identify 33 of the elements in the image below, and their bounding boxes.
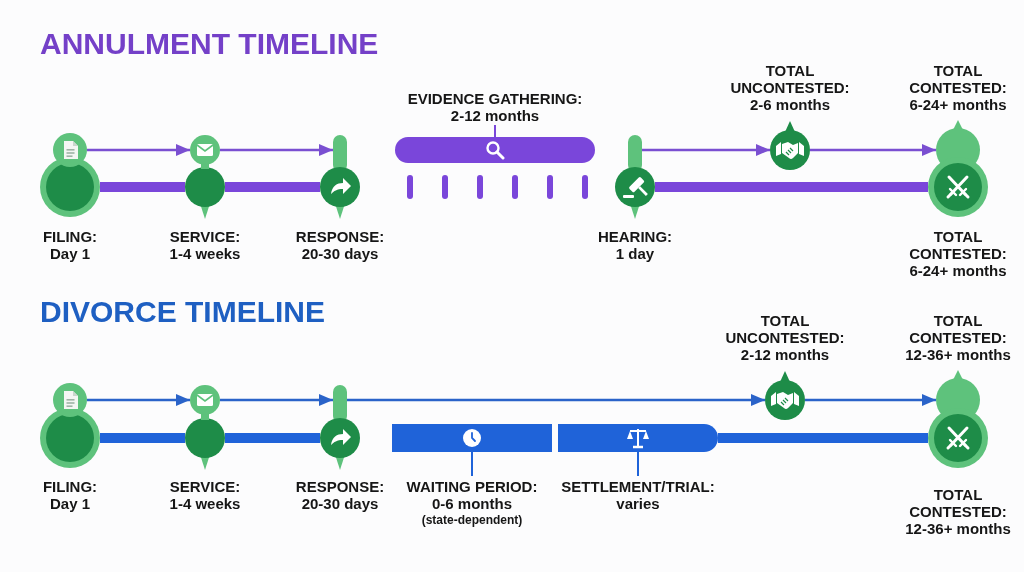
timeline-bar xyxy=(225,182,320,192)
arrow xyxy=(220,144,333,156)
milestone-label: FILING: Day 1 xyxy=(41,228,99,262)
phase-label: EVIDENCE GATHERING: 2-12 months xyxy=(406,90,584,124)
arrow xyxy=(220,394,333,406)
milestone-label: RESPONSE: 20-30 days xyxy=(294,228,386,262)
note-text: (state-dependent) xyxy=(420,513,524,528)
total-duration-label: TOTAL UNCONTESTED: 2-6 months xyxy=(729,62,851,113)
section-heading: ANNULMENT TIMELINE xyxy=(40,27,379,61)
milestone-label: SERVICE: 1-4 weeks xyxy=(168,478,242,512)
total-duration-label: TOTAL CONTESTED: 12-36+ months xyxy=(904,312,1012,363)
timeline-bar xyxy=(100,433,185,443)
milestone-label: HEARING: 1 day xyxy=(596,228,674,262)
milestone-label: RESPONSE: 20-30 days xyxy=(294,478,386,512)
milestone-label: FILING: Day 1 xyxy=(41,478,99,512)
arrow xyxy=(87,394,190,406)
phase-label: WAITING PERIOD: 0-6 months xyxy=(405,478,539,512)
arrow xyxy=(347,394,765,406)
arrow xyxy=(805,394,936,406)
total-duration-label: TOTAL UNCONTESTED: 2-12 months xyxy=(724,312,846,363)
phase-label: SETTLEMENT/TRIAL: varies xyxy=(560,478,716,512)
timeline-bar xyxy=(655,182,928,192)
total-duration-label: TOTAL CONTESTED: 6-24+ months xyxy=(908,228,1008,279)
section-heading: DIVORCE TIMELINE xyxy=(40,295,325,329)
milestone-label: SERVICE: 1-4 weeks xyxy=(168,228,242,262)
total-duration-label: TOTAL CONTESTED: 6-24+ months xyxy=(908,62,1008,113)
timeline-bar xyxy=(225,433,320,443)
timeline-bar xyxy=(718,433,928,443)
arrow xyxy=(642,144,770,156)
arrow xyxy=(810,144,936,156)
total-duration-label: TOTAL CONTESTED: 12-36+ months xyxy=(904,486,1012,537)
arrow xyxy=(87,144,190,156)
timeline-bar xyxy=(100,182,185,192)
